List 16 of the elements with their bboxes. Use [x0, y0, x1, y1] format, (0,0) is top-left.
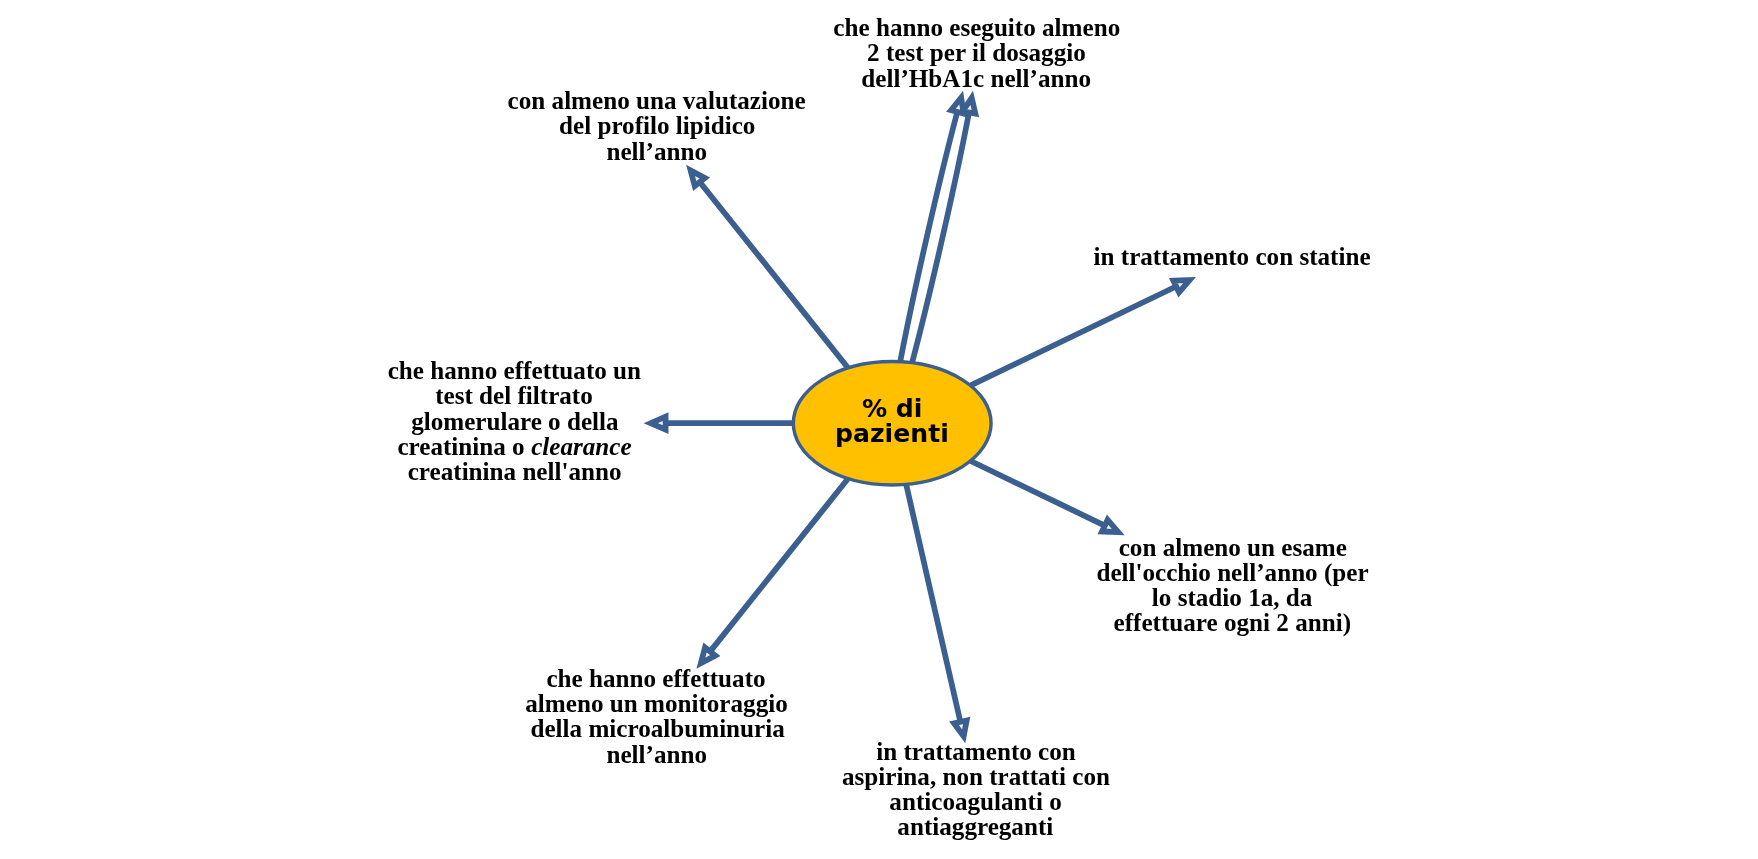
node-text: in trattamento con aspirina, non trattati con anticoagulanti o antiaggreganti: [841, 738, 1110, 841]
arrow: [902, 483, 970, 744]
arrow: [695, 476, 850, 669]
node-text: che hanno effettuato almeno un monitoraggio della microalbuminuria nell’anno: [524, 665, 788, 768]
arrow: [908, 90, 979, 364]
arrow: [968, 276, 1196, 388]
arrow: [896, 90, 967, 363]
node-text: che hanno effettuato un test del filtrato glomerulare o della creatinina o clearance creatinina nell'anno: [387, 357, 641, 485]
arrow: [685, 164, 850, 370]
node-text: con almeno un esame dell'occhio nell’anno (per lo stadio 1a, da effettuare ogni 2 anni): [1095, 533, 1369, 637]
arrow: [968, 458, 1125, 536]
node-ellipse: % di pazienti: [791, 359, 993, 487]
node-text: in trattamento con statine: [1093, 242, 1371, 270]
node-text: che hanno eseguito almeno 2 test per il dosaggio dell’HbA1c nell’anno: [832, 14, 1120, 92]
node-text: con almeno una valutazione del profilo lipidico nell’anno: [507, 87, 806, 165]
arrow: [643, 412, 793, 435]
